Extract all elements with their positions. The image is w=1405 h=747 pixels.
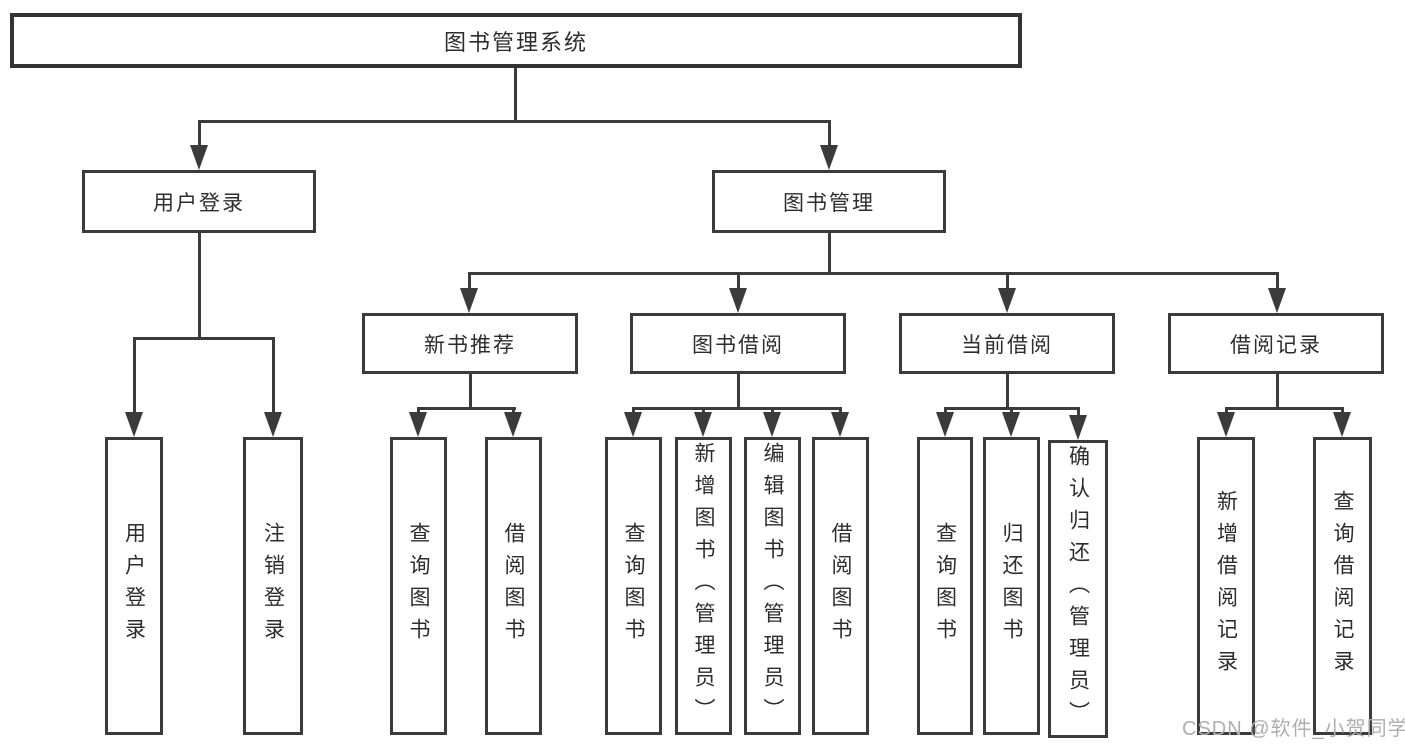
arrowhead [998,288,1016,313]
node-book-borrowing: 图书借阅 [630,313,846,374]
arrowhead [125,412,143,437]
node-label: 借阅记录 [1230,333,1322,357]
connector-line [1341,407,1344,413]
leaf-nb-borrow-books: 借阅图书 [485,437,542,735]
arrowhead [409,412,427,437]
node-label: 查询借阅记录 [1331,490,1354,682]
node-label: 当前借阅 [961,333,1053,357]
node-borrowing-records: 借阅记录 [1168,313,1384,374]
connector-line [272,337,275,413]
leaf-nb-query-books: 查询图书 [390,437,447,735]
arrowhead [1002,412,1020,437]
node-book-management: 图书管理 [712,170,946,233]
node-new-book-recommend: 新书推荐 [362,313,578,374]
node-label: 查询图书 [407,522,430,650]
connector-line [1006,374,1009,407]
node-label: 确认归还（管理员） [1066,445,1090,733]
node-label: 新增借阅记录 [1214,490,1238,682]
connector-line [839,407,842,413]
arrowhead [820,145,838,170]
connector-line [632,407,842,410]
arrowhead [831,412,849,437]
connector-line [468,272,471,289]
connector-line [198,120,830,123]
connector-line [469,374,472,407]
connector-line [133,337,275,340]
node-label: 注销登录 [261,522,285,650]
arrowhead [763,412,781,437]
connector-line [133,337,136,413]
leaf-user-login: 用户登录 [105,437,163,735]
node-label: 借阅图书 [502,522,525,650]
leaf-br-add-record: 新增借阅记录 [1197,437,1255,735]
arrowhead [694,412,712,437]
connector-line [1276,374,1279,407]
arrowhead [936,412,954,437]
node-label: 用户登录 [153,191,245,215]
arrowhead [1069,415,1087,440]
node-label: 归还图书 [1000,522,1023,650]
leaf-bb-query-books: 查询图书 [605,437,662,735]
arrowhead [1217,412,1235,437]
leaf-bb-edit-books-admin: 编辑图书（管理员） [744,437,801,735]
connector-line [944,407,947,413]
leaf-logout: 注销登录 [243,437,303,735]
connector-line [737,374,740,407]
node-label: 编辑图书（管理员） [761,442,784,730]
arrowhead [729,288,747,313]
node-label: 图书管理 [783,191,875,215]
arrowhead [504,412,522,437]
connector-line [1276,272,1279,289]
node-label: 查询图书 [622,522,645,650]
connector-line [771,407,774,413]
arrowhead [1333,412,1351,437]
connector-line [702,407,705,413]
node-label: 图书借阅 [692,333,784,357]
leaf-cb-return-books: 归还图书 [983,437,1040,735]
arrowhead [190,145,208,170]
connector-line [737,272,740,289]
connector-line [514,68,517,120]
connector-line [1010,407,1013,413]
connector-line [1225,407,1344,410]
connector-line [417,407,420,413]
node-label: 用户登录 [122,522,146,650]
arrowhead [460,288,478,313]
connector-line [1077,407,1080,415]
node-current-borrowing: 当前借阅 [899,313,1115,374]
arrowhead [264,412,282,437]
connector-line [417,407,516,410]
node-label: 借阅图书 [829,522,852,650]
connector-line [828,120,831,146]
connector-line [468,272,1279,275]
node-label: 查询图书 [933,522,957,650]
arrowhead [624,412,642,437]
connector-line [198,120,201,146]
connector-line [1006,272,1009,289]
leaf-bb-borrow-books: 借阅图书 [812,437,869,735]
node-label: 图书管理系统 [443,29,588,55]
connector-line [632,407,635,413]
connector-line [198,233,201,337]
csdn-watermark: CSDN @软件_小贺同学 [1182,718,1405,740]
connector-line [1225,407,1228,413]
leaf-cb-query-books: 查询图书 [917,437,973,735]
node-label: 新增图书（管理员） [692,442,715,730]
leaf-cb-confirm-return-admin: 确认归还（管理员） [1048,440,1108,738]
connector-line [828,233,831,272]
leaf-br-query-record: 查询借阅记录 [1313,437,1372,735]
node-library-management-system: 图书管理系统 [10,13,1022,68]
connector-line [512,407,515,413]
arrowhead [1268,288,1286,313]
node-user-login: 用户登录 [82,170,316,233]
node-label: 新书推荐 [424,333,516,357]
leaf-bb-add-books-admin: 新增图书（管理员） [675,437,732,735]
